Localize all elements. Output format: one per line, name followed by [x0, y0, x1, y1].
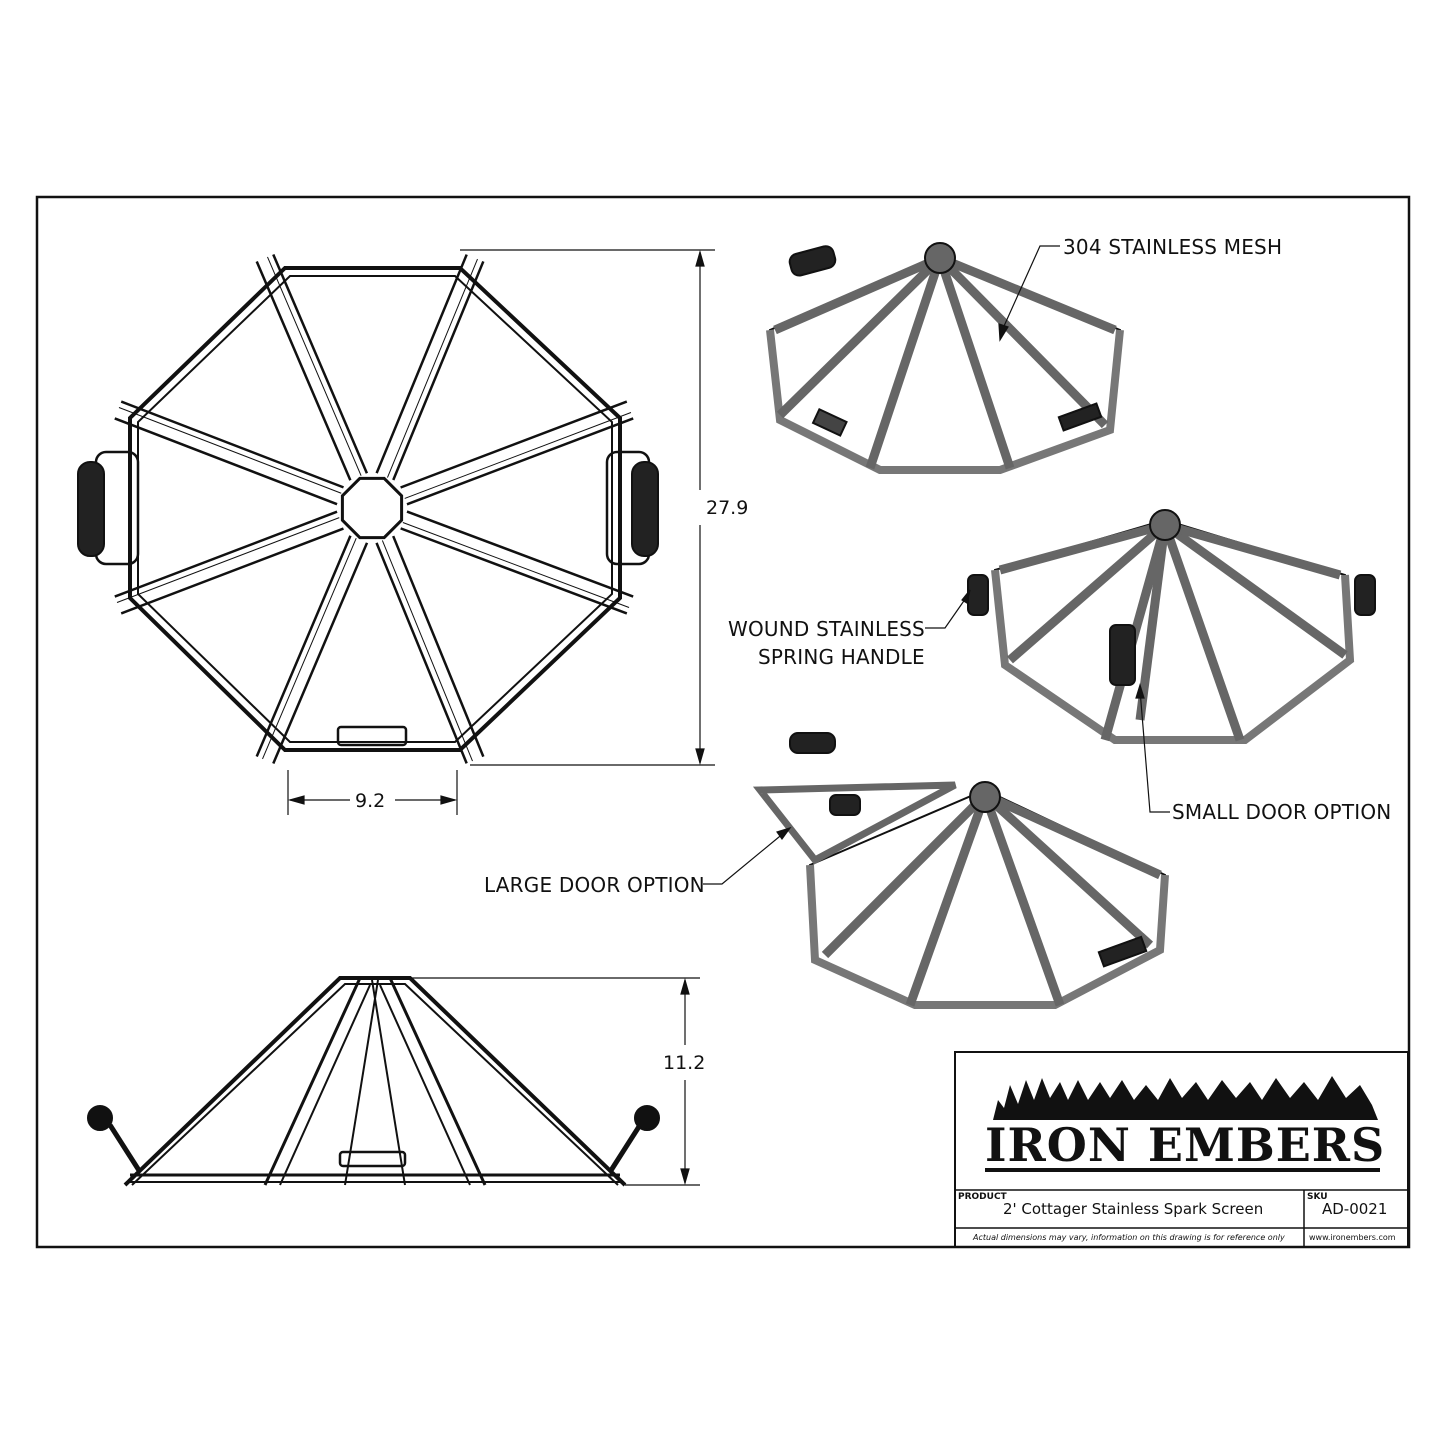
- product-label: PRODUCT: [958, 1192, 1007, 1202]
- top-view: [77, 253, 659, 765]
- small-door-callout: SMALL DOOR OPTION: [1172, 800, 1392, 824]
- disclaimer: Actual dimensions may vary, information …: [973, 1233, 1285, 1242]
- handle-callout-line2: SPRING HANDLE: [758, 645, 925, 669]
- dimension-lines: [287, 249, 715, 1186]
- leader-lines: [703, 245, 1170, 885]
- perspective-view-small-door: [967, 509, 1376, 744]
- sku-value: AD-0021: [1322, 1200, 1388, 1218]
- sku-label: SKU: [1307, 1192, 1328, 1202]
- brand-logo-text: IRON EMBERS: [985, 1118, 1386, 1172]
- large-door-callout: LARGE DOOR OPTION: [484, 873, 705, 897]
- flames-logo: [993, 1076, 1378, 1120]
- handle-callout-line1: WOUND STAINLESS: [728, 617, 925, 641]
- product-name: 2' Cottager Stainless Spark Screen: [1003, 1200, 1264, 1218]
- website: www.ironembers.com: [1309, 1233, 1396, 1242]
- height-dimension: 11.2: [663, 1052, 706, 1074]
- title-block: [954, 1051, 1409, 1248]
- side-view: [87, 976, 660, 1187]
- drawing-border: [35, 195, 1411, 1249]
- mesh-callout: 304 STAINLESS MESH: [1063, 235, 1283, 259]
- depth-dimension: 27.9: [706, 497, 749, 519]
- door-width-dimension: 9.2: [355, 790, 386, 812]
- perspective-view-large-door: [752, 732, 1169, 1009]
- perspective-view-standard: [766, 242, 1124, 474]
